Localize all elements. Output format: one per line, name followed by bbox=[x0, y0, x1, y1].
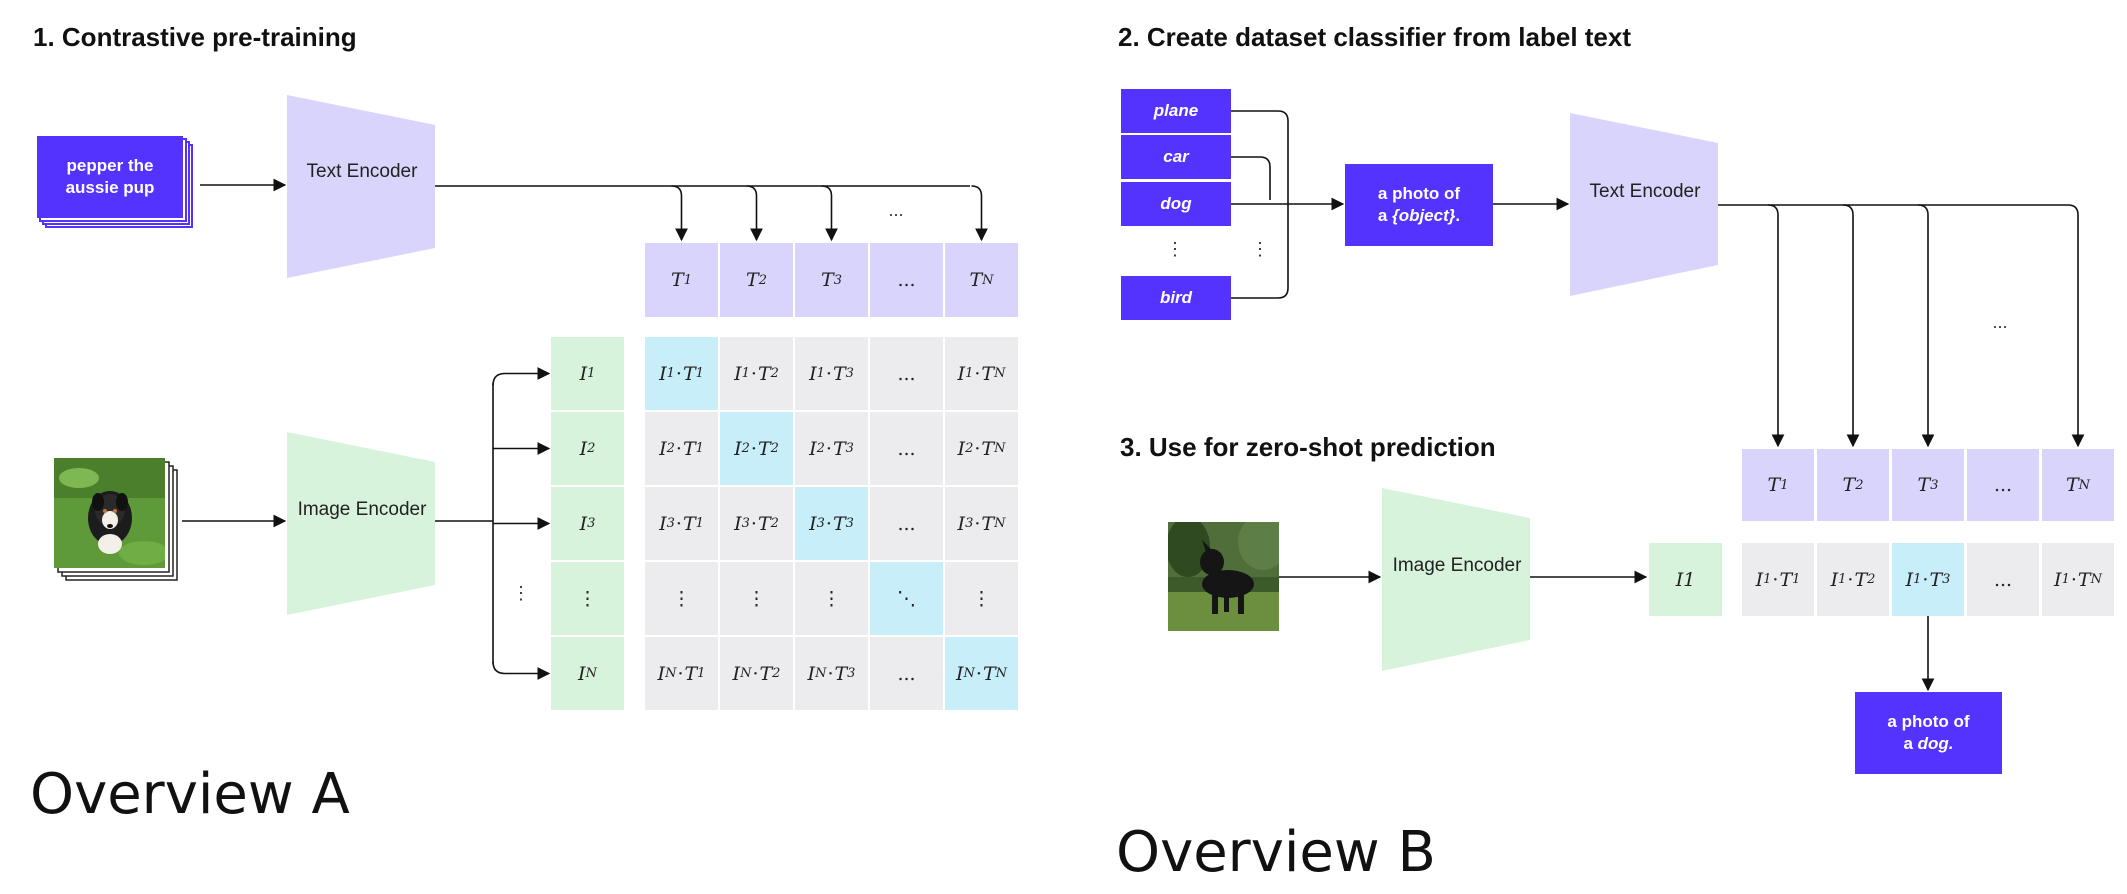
text-encoder-label-1: Text Encoder bbox=[306, 161, 418, 182]
labels-vdots-left: ⋮ bbox=[1166, 239, 1184, 259]
prompt-template-line2: a {object}. bbox=[1377, 206, 1461, 225]
text-feature-arrow bbox=[746, 185, 763, 242]
section3-title: 3. Use for zero-shot prediction bbox=[1120, 432, 1496, 462]
overview-b-label: Overview B bbox=[1116, 820, 1436, 885]
similarity-cell: ... bbox=[870, 637, 943, 710]
similarity-cell: ⋮ bbox=[795, 562, 868, 635]
image-encoder-1 bbox=[287, 432, 435, 615]
similarity-cell: ... bbox=[870, 412, 943, 485]
class-embedding-arrow bbox=[1917, 204, 1935, 448]
class-embedding-arrow bbox=[2067, 204, 2085, 448]
labels-vdots-right: ⋮ bbox=[1251, 239, 1269, 259]
text-encoder-1 bbox=[287, 95, 435, 278]
similarity-cell: ⋱ bbox=[870, 562, 943, 635]
class-label-box: car bbox=[1121, 135, 1231, 179]
class-text-feature-cell: ... bbox=[1967, 449, 2039, 521]
similarity-cell: ... bbox=[870, 487, 943, 560]
image-feature-cell: ⋮ bbox=[551, 562, 624, 635]
class-label-box: plane bbox=[1121, 89, 1231, 133]
prompt-template-line1: a photo of bbox=[1377, 184, 1461, 203]
similarity-cell: ⋮ bbox=[720, 562, 793, 635]
prediction-line2: a dog. bbox=[1903, 734, 1954, 753]
prompt-template-box: a photo of a {object}. bbox=[1345, 164, 1493, 246]
caption-text-card: pepper the aussie pup bbox=[37, 136, 183, 218]
similarity-cell: ... bbox=[870, 337, 943, 410]
similarity-cell: ⋮ bbox=[945, 562, 1018, 635]
prediction-line1: a photo of bbox=[1887, 712, 1970, 731]
section2-title: 2. Create dataset classifier from label … bbox=[1118, 22, 1632, 52]
classifier-ellipsis: ... bbox=[1992, 312, 2008, 332]
image-feature-arrow bbox=[492, 367, 551, 386]
image-encoder-label-2: Image Encoder bbox=[1392, 555, 1522, 576]
dog-photo bbox=[1168, 522, 1279, 631]
similarity-cell: ⋮ bbox=[645, 562, 718, 635]
text-feature-cell: ... bbox=[870, 243, 943, 317]
text-features-top-ellipsis: ... bbox=[888, 200, 904, 220]
text-feature-arrow bbox=[971, 185, 988, 242]
prediction-result-box: a photo of a dog. bbox=[1855, 692, 2002, 774]
section1-title: 1. Contrastive pre-training bbox=[33, 22, 357, 52]
prediction-object: dog. bbox=[1917, 734, 1954, 753]
class-embedding-arrow bbox=[1767, 204, 1785, 448]
text-feature-arrow bbox=[671, 185, 688, 242]
text-encoder-label-2: Text Encoder bbox=[1589, 181, 1701, 202]
caption-text: pepper the aussie pup bbox=[65, 156, 155, 197]
image-features-side-ellipsis: ⋮ bbox=[512, 583, 530, 603]
class-embedding-arrow bbox=[1842, 204, 1860, 448]
zero-shot-score-cell: ... bbox=[1967, 543, 2039, 616]
class-label-box: bird bbox=[1121, 276, 1231, 320]
image-encoder-2 bbox=[1382, 488, 1530, 671]
class-label-box: dog bbox=[1121, 182, 1231, 226]
zero-shot-image-feature: I1 bbox=[1649, 543, 1722, 616]
label-connector-car bbox=[1231, 156, 1271, 200]
image-encoder-label-1: Image Encoder bbox=[297, 499, 427, 520]
image-feature-arrow bbox=[492, 661, 551, 680]
puppy-photo bbox=[54, 458, 165, 568]
overview-a-label: Overview A bbox=[30, 762, 350, 827]
text-feature-arrow bbox=[821, 185, 838, 242]
prompt-template-object: {object} bbox=[1392, 206, 1456, 225]
text-encoder-2 bbox=[1570, 113, 1718, 296]
